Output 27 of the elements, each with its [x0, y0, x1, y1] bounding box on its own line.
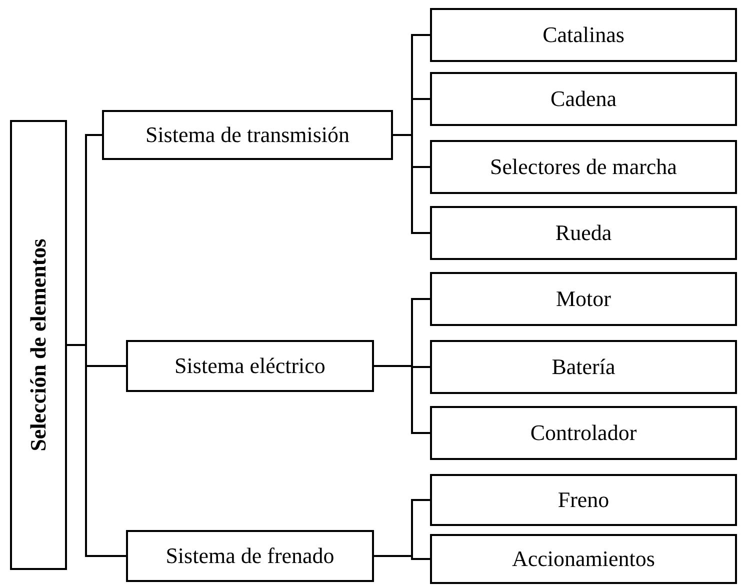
category-box	[126, 340, 374, 392]
node-label: Catalinas	[542, 22, 624, 48]
category-box	[126, 530, 374, 582]
node-label: Batería	[552, 354, 616, 380]
connector-line	[374, 365, 430, 434]
node-label: Freno	[558, 487, 610, 513]
root-box	[10, 120, 67, 570]
category-box	[430, 72, 737, 126]
category-box	[102, 110, 393, 160]
node-label: Sistema de transmisión	[145, 122, 350, 148]
category-box	[430, 340, 737, 394]
node-label: Selección de elementos	[26, 238, 52, 452]
node-label: Rueda	[555, 220, 612, 246]
node-label: Sistema de frenado	[166, 543, 334, 569]
node-label: Sistema eléctrico	[174, 353, 326, 379]
category-box	[430, 272, 737, 326]
category-box	[430, 406, 737, 460]
category-box	[430, 8, 737, 62]
node-label: Controlador	[530, 420, 637, 446]
node-label: Cadena	[550, 86, 616, 112]
category-box	[430, 206, 737, 260]
node-label: Motor	[556, 286, 611, 312]
category-box	[430, 534, 737, 584]
category-box	[430, 474, 737, 526]
category-box	[430, 140, 737, 194]
node-label: Selectores de marcha	[490, 154, 677, 180]
node-label: Accionamientos	[512, 546, 655, 572]
